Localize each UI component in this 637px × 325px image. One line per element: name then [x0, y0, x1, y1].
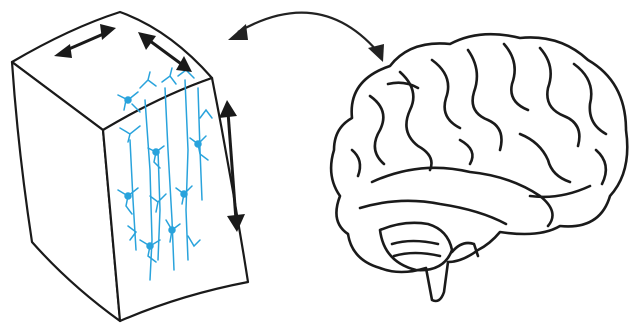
curved-double-arrow	[228, 13, 384, 62]
cortical-block	[12, 12, 248, 321]
brain-outline	[331, 34, 627, 301]
brain	[331, 34, 627, 301]
